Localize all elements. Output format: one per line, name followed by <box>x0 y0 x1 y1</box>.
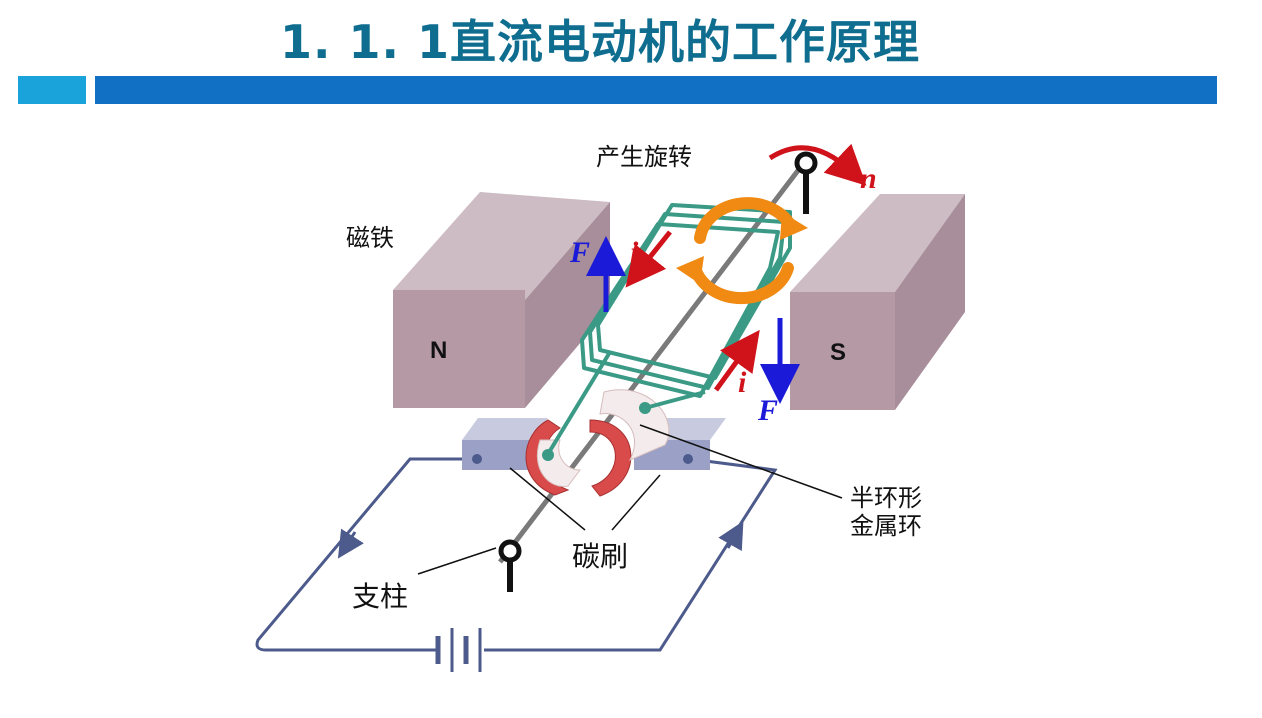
force-symbol-right: F <box>757 394 778 427</box>
brush-label: 碳刷 <box>572 540 628 573</box>
battery-icon <box>435 628 482 672</box>
current-direction-arrow-right <box>718 520 744 552</box>
pillar-bottom <box>498 539 522 592</box>
coil-terminal-left <box>542 449 554 461</box>
armature-coil <box>546 203 792 456</box>
rotation-arrowhead-bottom <box>676 256 704 284</box>
header-accent-bar <box>18 76 86 104</box>
commutator-label-line2: 金属环 <box>850 512 922 540</box>
circuit-wire <box>255 457 778 652</box>
pillar-label: 支柱 <box>352 580 408 613</box>
current-arrow-left <box>625 230 672 288</box>
north-pole-label: N <box>430 337 447 364</box>
coil-terminal-right <box>639 402 651 414</box>
current-arrow-right <box>713 329 760 392</box>
speed-arrow <box>768 143 867 186</box>
magnet-label: 磁铁 <box>346 224 394 252</box>
leader-lines <box>417 424 843 575</box>
page-title: 1. 1. 1直流电动机的工作原理 <box>280 15 920 69</box>
pillar-top <box>794 151 818 214</box>
speed-symbol: n <box>860 162 877 195</box>
force-symbol-left: F <box>569 236 590 269</box>
rotation-arrowhead-top <box>780 212 808 240</box>
current-symbol-left: i <box>630 236 639 269</box>
current-symbol-right: i <box>738 366 747 399</box>
current-direction-arrow-left <box>337 528 364 559</box>
header-bar <box>95 76 1217 104</box>
magnet-south <box>790 194 965 410</box>
magnet-north <box>393 192 610 408</box>
rotation-label: 产生旋转 <box>596 143 692 171</box>
commutator-label-line1: 半环形 <box>850 484 922 512</box>
carbon-brush-left <box>462 418 548 470</box>
south-pole-label: S <box>830 339 846 366</box>
